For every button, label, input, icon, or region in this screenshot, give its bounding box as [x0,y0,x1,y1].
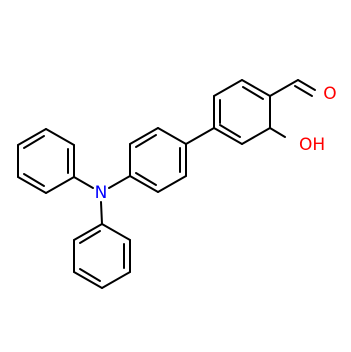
double-bond-inner [135,134,157,148]
double-bond-inner [23,173,45,187]
hydroxyl-label: OH [299,135,325,155]
ring-phenyl-upper [17,128,75,194]
bond [241,79,271,97]
bond-c-n [108,175,131,189]
double-bond-inner [219,124,241,138]
double-bond-co [297,79,316,91]
bond [45,176,75,194]
nitrogen-label: N [95,183,108,203]
bond [17,128,47,146]
bond [129,127,159,145]
bond [101,223,131,241]
ring-salicylaldehyde [213,79,271,145]
bond-n-phenyl-upper [73,176,94,189]
bond [73,223,103,241]
bond [157,127,187,145]
bond [17,176,47,194]
bond [213,79,243,97]
double-bond-inner [135,172,157,186]
ring-phenylene [129,127,187,193]
bond [157,175,187,193]
bond [213,127,243,145]
double-bond-co [294,85,313,97]
biaryl-bond [185,127,215,145]
bond [129,175,159,193]
bond [241,127,271,145]
bond [269,79,299,97]
double-bond-inner [23,135,45,149]
double-bond-inner [242,86,264,100]
ring-phenyl-lower [73,223,131,289]
bond [45,128,75,146]
double-bond-inner [79,268,101,282]
hydroxyl-group: OH [269,127,325,155]
double-bond-inner [79,230,101,244]
aldehyde-oxygen-label: O [323,84,336,104]
bond [101,271,131,289]
bond [73,271,103,289]
aldehyde-group: O [269,79,337,104]
bond-n-phenyl-lower [100,201,103,225]
bond [269,127,286,138]
